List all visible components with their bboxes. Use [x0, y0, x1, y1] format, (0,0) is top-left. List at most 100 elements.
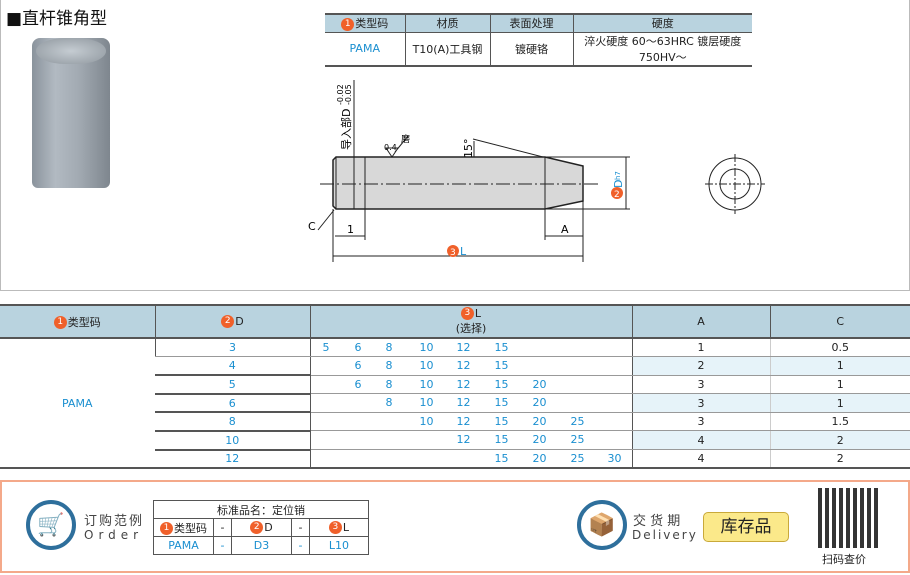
d-tol: h7	[614, 171, 622, 180]
l-option[interactable]: 12	[456, 433, 471, 447]
cart-icon: 🛒	[26, 500, 76, 550]
l-option[interactable]: 8	[385, 396, 393, 410]
badge-2: 2	[614, 190, 620, 200]
l-option[interactable]: 6	[354, 341, 362, 354]
l-option[interactable]: 10	[419, 359, 434, 373]
l-option[interactable]: 25	[570, 452, 585, 466]
l-values: 5 6 8 10 12 15	[309, 338, 632, 358]
order-panel	[0, 480, 910, 573]
l-option[interactable]: 8	[385, 341, 393, 354]
l-option[interactable]: 6	[354, 359, 362, 373]
a-value: 4	[631, 430, 770, 451]
c-value: 2	[769, 430, 910, 451]
spec-hardness: 淬火硬度 60～63HRC 镀层硬度750HV～	[572, 32, 752, 67]
tol-lower: -0.05	[344, 84, 353, 105]
l-option[interactable]: 20	[532, 433, 547, 447]
l-option[interactable]: 15	[494, 433, 509, 447]
page-title: ■直杆锥角型	[6, 9, 108, 29]
order-v-l: L10	[309, 536, 369, 555]
l-option[interactable]: 20	[532, 414, 547, 428]
l-option[interactable]: 6	[354, 377, 362, 391]
l-option[interactable]: 10	[419, 341, 434, 354]
l-option[interactable]: 15	[494, 341, 509, 354]
l-option[interactable]: 12	[456, 341, 471, 354]
lead-label: 导入部D	[339, 109, 353, 150]
a-value: 1	[631, 338, 770, 358]
a-value: 3	[631, 393, 770, 413]
l-option[interactable]: 12	[456, 414, 471, 428]
a-value: 4	[631, 449, 770, 470]
order-h-sep: -	[213, 518, 232, 537]
l-option[interactable]: 20	[532, 377, 547, 391]
a-label: A	[561, 223, 569, 236]
roughness-label: 0.4	[384, 143, 397, 152]
order-label-en: Order	[84, 528, 144, 542]
l-option[interactable]: 25	[570, 433, 585, 447]
l-option[interactable]: 15	[494, 396, 509, 410]
order-label-cn: 订购范例	[84, 514, 145, 529]
l-option[interactable]: 20	[532, 452, 547, 466]
a-value: 2	[631, 356, 770, 376]
delivery-label-en: Delivery	[632, 528, 698, 542]
l-option[interactable]: 30	[607, 452, 622, 466]
l-values: 6 8 10 12 15	[309, 356, 632, 376]
a-value: 3	[631, 412, 770, 432]
order-v-d: D3	[231, 536, 292, 555]
l-option[interactable]: 15	[494, 377, 509, 391]
l-values: 10 12 15 20 25	[309, 412, 632, 432]
l-option[interactable]: 20	[532, 396, 547, 410]
l-values: 6 8 10 12 15 20	[309, 375, 632, 395]
spec-header-hardness: 硬度	[572, 13, 752, 33]
l-option[interactable]: 10	[419, 396, 434, 410]
l-option[interactable]: 10	[419, 414, 434, 428]
l-option[interactable]: 15	[494, 359, 509, 373]
qr-label: 扫码查价	[822, 553, 866, 566]
l-values: 12 15 20 25	[309, 430, 632, 451]
c-value: 0.5	[769, 338, 910, 358]
qr-code[interactable]	[818, 488, 878, 548]
order-v-type: PAMA	[153, 536, 214, 555]
c-value: 1.5	[769, 412, 910, 432]
spec-surface: 镀硬铬	[489, 32, 573, 67]
l-option[interactable]: 15	[494, 452, 509, 466]
product-image	[32, 38, 110, 188]
l-option[interactable]: 15	[494, 414, 509, 428]
order-h-sep: -	[291, 518, 310, 537]
l-option[interactable]: 12	[456, 377, 471, 391]
delivery-box-icon: 📦	[577, 500, 627, 550]
d-value: 12	[155, 449, 310, 470]
header-a: A	[631, 304, 770, 339]
d-value: 10	[155, 430, 310, 451]
delivery-label-cn: 交 货 期	[633, 514, 681, 529]
l-option[interactable]: 8	[385, 359, 393, 373]
l-option[interactable]: 25	[570, 414, 585, 428]
type-value: PAMA	[0, 338, 155, 470]
d-value: 4	[155, 356, 310, 377]
header-c: C	[769, 304, 910, 339]
c-label: C	[308, 220, 316, 233]
l-option[interactable]: 8	[385, 377, 393, 391]
l-option[interactable]: 5	[322, 341, 330, 354]
l-option[interactable]: 12	[456, 359, 471, 373]
l-option[interactable]: 10	[419, 377, 434, 391]
stock-badge: 库存品	[703, 512, 789, 542]
d-value: 3	[154, 338, 310, 358]
angle-label: 15°	[462, 139, 475, 159]
l-option[interactable]: 12	[456, 396, 471, 410]
l-label: L	[460, 245, 467, 258]
order-v-sep: -	[291, 536, 310, 555]
